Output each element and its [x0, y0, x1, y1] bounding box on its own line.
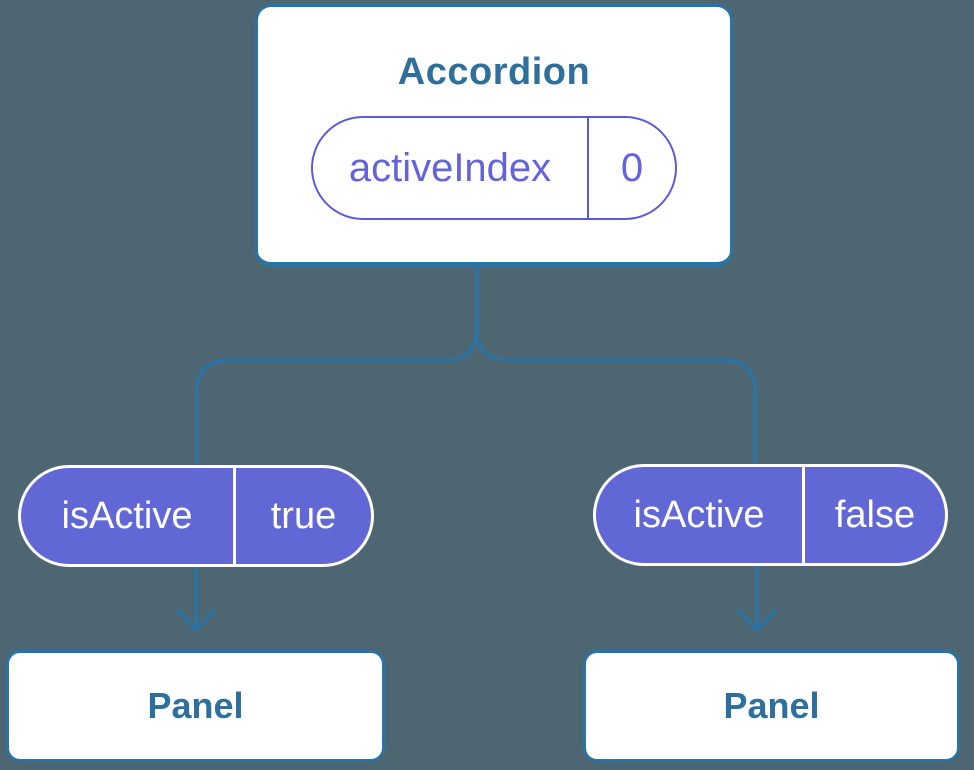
prop-pill-left: isActive true [18, 465, 374, 567]
panel-card-right: Panel [583, 650, 960, 762]
branch-line-right [475, 265, 757, 465]
state-value: 0 [620, 145, 644, 190]
panel-card-left: Panel [6, 650, 385, 762]
arrow-right-head [737, 609, 777, 632]
prop-pill-right: isActive false [593, 464, 948, 566]
state-name: activeIndex [313, 118, 589, 218]
prop-value: true [270, 494, 337, 537]
prop-value: false [834, 493, 916, 536]
prop-name: isActive [21, 468, 236, 564]
prop-name: isActive [596, 467, 805, 563]
state-pill: activeIndex 0 [311, 116, 677, 220]
branch-line-left [195, 265, 479, 465]
component-title: Accordion [397, 51, 591, 93]
arrow-left-head [176, 609, 216, 632]
accordion-component-card: Accordion activeIndex 0 [255, 4, 733, 267]
